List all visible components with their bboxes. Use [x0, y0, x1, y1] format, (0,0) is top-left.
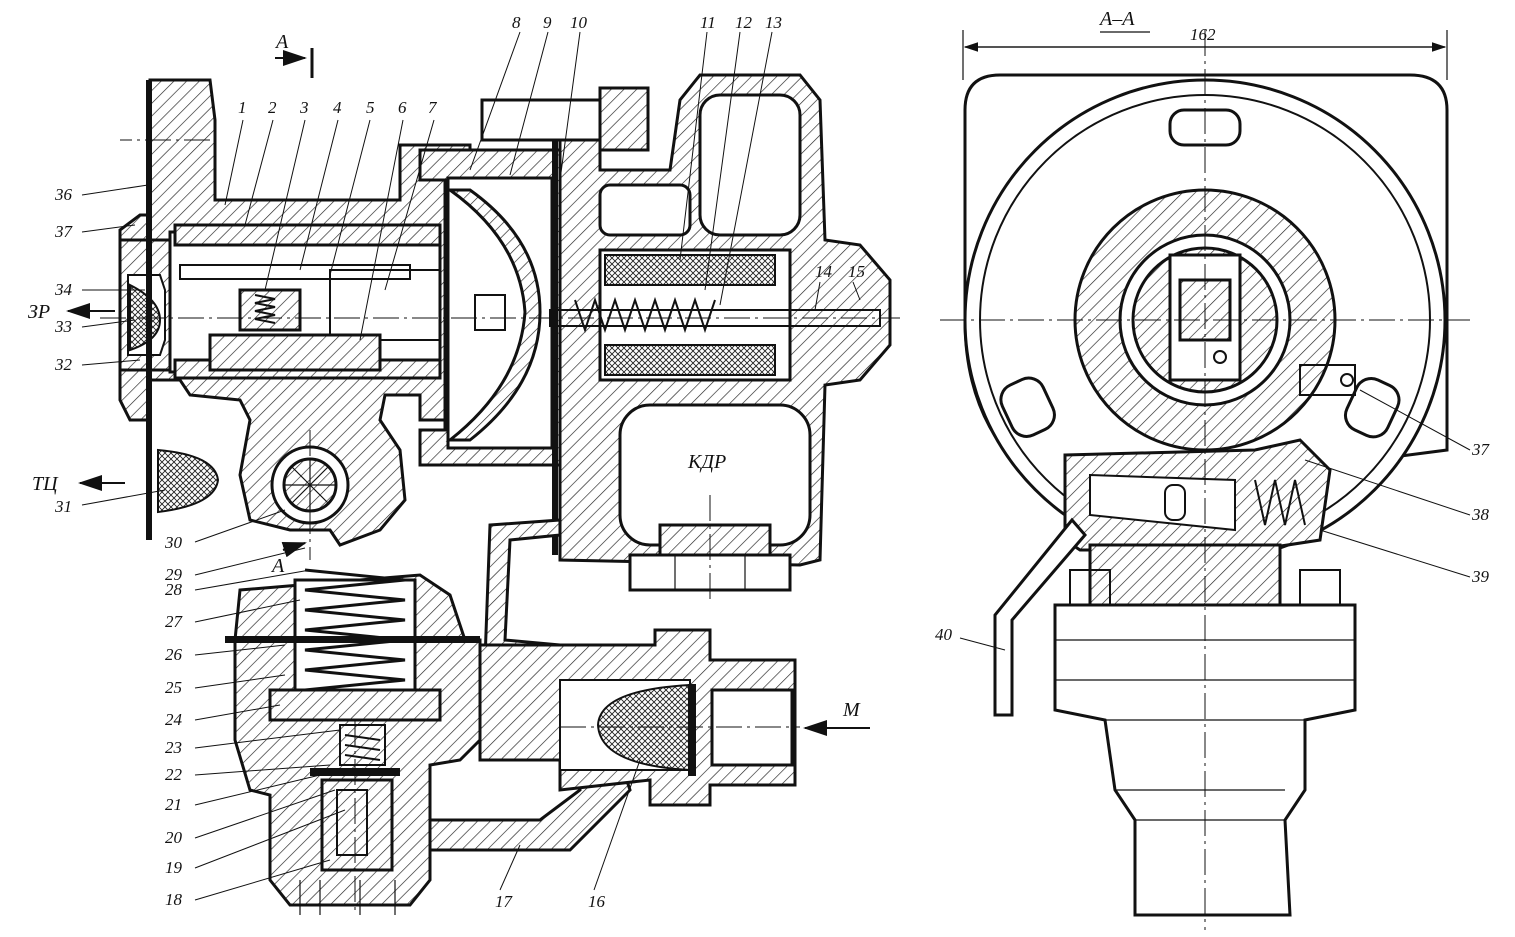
label-right-38: 38: [1471, 505, 1490, 524]
diaphragm-nut: [474, 294, 506, 331]
label-22: 22: [165, 765, 183, 784]
label-18: 18: [165, 890, 183, 909]
dimension-extension: [962, 30, 1448, 80]
bolt-nut: [598, 86, 650, 152]
label-3: 3: [299, 98, 309, 117]
valve-22-coil: [344, 734, 381, 761]
gasket-36: [146, 80, 152, 540]
gasket-10: [552, 140, 558, 555]
label-7: 7: [428, 98, 438, 117]
kdr-plug: [658, 523, 772, 557]
side-leaders: [81, 184, 641, 901]
kdr-nut-faces: [674, 555, 746, 590]
side-screw: [1299, 364, 1356, 396]
lever-slot: [1164, 484, 1186, 521]
label-25: 25: [165, 678, 182, 697]
label-12: 12: [735, 13, 753, 32]
label-10: 10: [570, 13, 588, 32]
mid-cavity: [598, 183, 692, 237]
top-leaders: [224, 31, 861, 341]
coil-lower: [604, 344, 776, 376]
right-slot: [1343, 376, 1401, 439]
label-19: 19: [165, 858, 183, 877]
label-26: 26: [165, 645, 183, 664]
label-8: 8: [512, 13, 521, 32]
label-2: 2: [268, 98, 277, 117]
base-flange: [1088, 543, 1282, 612]
label-20: 20: [165, 828, 183, 847]
bottom-ribs: [299, 880, 396, 915]
label-5: 5: [366, 98, 375, 117]
label-6: 6: [398, 98, 407, 117]
label-34: 34: [54, 280, 73, 299]
label-14: 14: [815, 262, 833, 281]
label-29: 29: [165, 565, 183, 584]
inlet-gasket: [688, 684, 696, 776]
valve-seat-block: [238, 288, 302, 332]
handle-lever: [993, 517, 1087, 717]
insert-hole: [1213, 350, 1227, 364]
valve-22: [339, 724, 386, 766]
dimension-value: 162: [1190, 25, 1216, 44]
right-leaders: [959, 389, 1471, 651]
label-right-37: 37: [1471, 440, 1491, 459]
section-arrow-bottom: [281, 542, 307, 558]
label-32: 32: [54, 355, 73, 374]
piston-chamber: [329, 269, 441, 341]
sleeve-top: [173, 223, 442, 247]
tc-filter: [157, 448, 220, 514]
kdr-label: КДР: [687, 451, 726, 473]
zr-port-label: ЗР: [28, 301, 50, 323]
plunger-18: [336, 789, 368, 856]
label-13: 13: [765, 13, 782, 32]
label-28: 28: [165, 580, 183, 599]
section-marker-bottom: А: [270, 555, 285, 577]
label-36: 36: [54, 185, 73, 204]
bolt-right: [1299, 569, 1341, 606]
label-30: 30: [164, 533, 183, 552]
label-9: 9: [543, 13, 552, 32]
label-33: 33: [54, 317, 72, 336]
main-section-view: А А ЗР ТЦ М КДР 1 2 3 4 5 6 7 8 9 10 11 …: [28, 13, 900, 915]
lever-channel: [1089, 473, 1236, 532]
label-11: 11: [700, 13, 716, 32]
section-marker-top: А: [274, 31, 289, 53]
label-24: 24: [165, 710, 183, 729]
lever-spring: [1254, 479, 1306, 526]
label-17: 17: [495, 892, 514, 911]
guide-19: [320, 778, 394, 872]
m-port-label: М: [842, 699, 861, 721]
label-23: 23: [165, 738, 182, 757]
gasket-26: [225, 636, 480, 643]
lower-diaphragm: [268, 688, 442, 722]
side-screw-hole: [1340, 373, 1354, 387]
bolt-left: [1069, 569, 1111, 606]
label-right-39: 39: [1471, 567, 1490, 586]
label-16: 16: [588, 892, 606, 911]
section-a-a-view: А–А 162: [935, 8, 1491, 930]
stem: [179, 264, 411, 280]
label-right-40: 40: [935, 625, 953, 644]
main-spring: [304, 568, 406, 692]
left-slot: [999, 376, 1056, 438]
section-title: А–А: [1098, 8, 1135, 30]
diaphragm-disc: [445, 188, 542, 442]
label-27: 27: [165, 612, 184, 631]
label-15: 15: [848, 262, 865, 281]
channel-pipe: [483, 518, 562, 662]
label-4: 4: [333, 98, 342, 117]
label-37: 37: [54, 222, 74, 241]
label-1: 1: [238, 98, 247, 117]
label-31: 31: [54, 497, 72, 516]
slide-valve: [208, 333, 382, 372]
tc-port-label: ТЦ: [32, 473, 59, 495]
label-21: 21: [165, 795, 182, 814]
upper-cavity: [698, 93, 802, 237]
coil-upper: [604, 254, 776, 286]
